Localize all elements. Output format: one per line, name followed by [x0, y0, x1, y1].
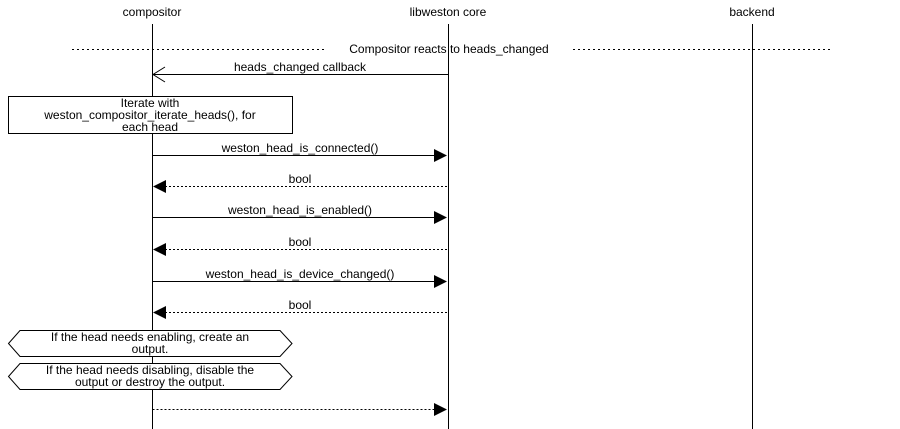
message-bool-device-changed: bool	[153, 298, 448, 319]
condition-enable-line-2: output.	[132, 342, 169, 356]
section-divider: Compositor reacts to heads_changed	[72, 42, 830, 56]
message-label-bool-enabled: bool	[289, 235, 312, 249]
message-label-heads-changed-callback: heads_changed callback	[234, 60, 367, 74]
arrowhead-filled-icon	[434, 149, 447, 162]
note-box-iterate-heads	[8, 96, 293, 134]
message-label-weston-head-is-enabled: weston_head_is_enabled()	[227, 203, 372, 217]
arrowhead-filled-icon	[153, 243, 166, 256]
message-weston-head-is-connected: weston_head_is_connected()	[152, 141, 447, 162]
arrowhead-filled-icon	[153, 180, 166, 193]
message-final-return	[152, 403, 447, 416]
arrowhead-filled-icon	[434, 275, 447, 288]
message-label-weston-head-is-device-changed: weston_head_is_device_changed()	[205, 267, 395, 281]
lifeline-label-libweston-core: libweston core	[410, 5, 487, 19]
condition-disable-line-2: output or destroy the output.	[75, 375, 225, 389]
note-line-1: Iterate with	[121, 96, 180, 110]
lifeline-label-backend: backend	[729, 5, 774, 19]
lifeline-label-compositor: compositor	[123, 5, 182, 19]
note-line-2: weston_compositor_iterate_heads(), for	[43, 108, 255, 122]
message-weston-head-is-device-changed: weston_head_is_device_changed()	[152, 267, 447, 288]
arrowhead-filled-icon	[434, 211, 447, 224]
message-label-bool-connected: bool	[289, 172, 312, 186]
message-heads-changed-callback: heads_changed callback	[152, 60, 448, 83]
condition-enable-head: If the head needs enabling, create an ou…	[7, 330, 293, 357]
arrowhead-open-icon	[152, 66, 166, 83]
message-bool-connected: bool	[153, 172, 448, 193]
message-bool-enabled: bool	[153, 235, 448, 256]
condition-disable-head: If the head needs disabling, disable the…	[7, 363, 293, 390]
lifelines	[152, 24, 753, 429]
condition-shape-enable-head	[7, 330, 293, 357]
condition-shape-disable-head	[7, 363, 293, 390]
note-iterate-heads: Iterate with weston_compositor_iterate_h…	[8, 96, 293, 134]
divider-label: Compositor reacts to heads_changed	[349, 42, 548, 56]
arrowhead-filled-icon	[153, 306, 166, 319]
arrowhead-filled-icon	[434, 403, 447, 416]
note-line-3: each head	[122, 120, 178, 134]
condition-enable-line-1: If the head needs enabling, create an	[51, 330, 249, 344]
message-weston-head-is-enabled: weston_head_is_enabled()	[152, 203, 447, 224]
lifeline-labels: compositor libweston core backend	[123, 5, 775, 19]
message-label-bool-device-changed: bool	[289, 298, 312, 312]
condition-disable-line-1: If the head needs disabling, disable the	[46, 363, 254, 377]
message-label-weston-head-is-connected: weston_head_is_connected()	[221, 141, 379, 155]
